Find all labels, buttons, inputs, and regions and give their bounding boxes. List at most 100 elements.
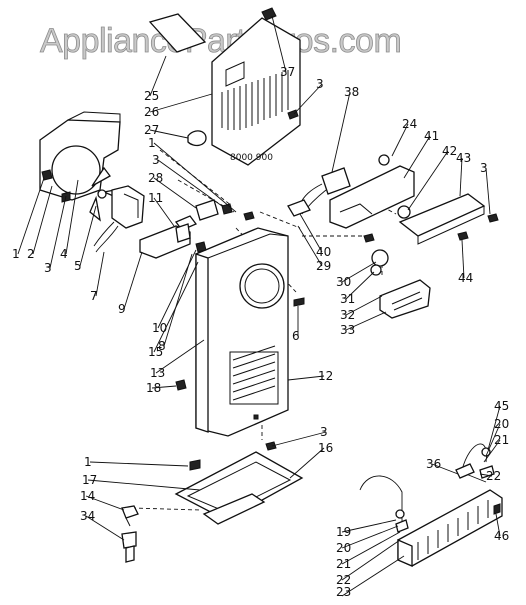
part-number-label: 6 xyxy=(292,329,300,343)
leader-line xyxy=(407,150,449,211)
leader-line xyxy=(87,479,201,491)
fan-motor xyxy=(93,185,145,253)
leader-line xyxy=(271,15,287,73)
part-number-label: 3 xyxy=(44,261,52,275)
part-number-label: 1 xyxy=(148,136,156,150)
part-number-label: 13 xyxy=(150,366,165,380)
leader-line xyxy=(149,93,213,113)
part-number-label: 24 xyxy=(402,117,417,131)
part-number-label: 31 xyxy=(340,292,355,306)
leader-line xyxy=(17,177,45,255)
drain-tube-34 xyxy=(121,531,137,563)
part-number-label: 23 xyxy=(336,585,351,599)
leader-line xyxy=(341,555,405,597)
leader-line xyxy=(341,531,401,565)
part-number-label: 15 xyxy=(148,345,163,359)
part-number-label: 22 xyxy=(336,573,351,587)
leader-line xyxy=(79,205,97,267)
part-number-label: 12 xyxy=(318,369,333,383)
condensate-tray-23 xyxy=(397,489,503,567)
main-cabinet-panel xyxy=(195,227,289,437)
part-number-label: 10 xyxy=(152,321,167,335)
part-number-label: 18 xyxy=(146,381,161,395)
part-number-label: 1 xyxy=(84,455,92,469)
knob-30-31 xyxy=(370,249,389,276)
leader-line xyxy=(32,185,53,255)
leader-line xyxy=(153,197,175,227)
front-grille-panel: 8000 900 xyxy=(148,13,301,166)
screw-group-top xyxy=(187,7,299,147)
leader-line xyxy=(341,261,377,283)
part-number-label: 3 xyxy=(152,153,160,167)
screws-right xyxy=(363,213,499,243)
leader-line xyxy=(487,405,501,451)
clip-18 xyxy=(175,379,187,391)
leader-line xyxy=(65,179,79,255)
part-number-label: 37 xyxy=(280,65,295,79)
leader-line xyxy=(151,385,177,389)
part-number-label: 25 xyxy=(144,89,159,103)
leader-line xyxy=(49,195,67,269)
leader-line xyxy=(391,123,409,157)
leader-line xyxy=(403,135,431,179)
part-number-label: 41 xyxy=(424,129,439,143)
leader-line xyxy=(431,463,459,475)
leader-line xyxy=(163,253,193,347)
fan-shroud-assembly xyxy=(39,111,121,203)
foot-14 xyxy=(121,505,139,527)
part-number-label: 8 xyxy=(158,339,166,353)
part-number-label: 17 xyxy=(82,473,97,487)
leader-line xyxy=(85,495,125,511)
part-number-label: 44 xyxy=(458,271,473,285)
part-number-label: 21 xyxy=(336,557,351,571)
leader-line xyxy=(341,539,401,581)
leader-line xyxy=(289,447,325,479)
leader-line xyxy=(153,261,199,353)
leader-line xyxy=(153,177,197,209)
leader-line xyxy=(299,213,323,253)
leader-line xyxy=(85,515,125,541)
leader-line xyxy=(483,439,501,463)
part-number-label: 42 xyxy=(442,144,457,158)
part-number-label: 5 xyxy=(74,259,82,273)
part-number-label: 16 xyxy=(318,441,333,455)
leader-line xyxy=(287,375,325,381)
leader-line xyxy=(155,339,205,374)
leader-line xyxy=(341,519,397,533)
leader-line xyxy=(149,129,189,139)
thermostat-40 xyxy=(287,199,311,217)
leader-line xyxy=(345,311,387,331)
part-number-label: 19 xyxy=(336,525,351,539)
part-number-label: 3 xyxy=(316,77,324,91)
leader-line xyxy=(271,431,327,447)
part-number-label: 3 xyxy=(480,161,488,175)
bracket-28-11 xyxy=(175,199,233,253)
part-number-label: 28 xyxy=(148,171,163,185)
leader-line xyxy=(345,271,375,300)
part-number-label: 21 xyxy=(494,433,509,447)
tube-set xyxy=(359,443,501,533)
part-number-label: 11 xyxy=(148,191,163,205)
leader-line xyxy=(495,513,501,537)
cover-plate-43 xyxy=(398,193,486,245)
part-number-label: 7 xyxy=(90,289,98,303)
part-number-label: 32 xyxy=(340,308,355,322)
leader-line xyxy=(157,159,223,207)
part-number-label: 38 xyxy=(344,85,359,99)
base-handle-assembly xyxy=(174,451,304,525)
leader-line xyxy=(297,225,323,267)
screw-3-mid xyxy=(243,211,277,451)
leader-line xyxy=(479,473,493,477)
part-number-label: 2 xyxy=(27,247,35,261)
part-number-label: 29 xyxy=(316,259,331,273)
leader-lines xyxy=(17,15,501,597)
leader-line xyxy=(157,249,197,329)
leader-line xyxy=(293,83,323,115)
screw-6 xyxy=(293,297,305,307)
part-number-label: 20 xyxy=(336,541,351,555)
leader-line xyxy=(149,55,167,97)
part-number-label: 4 xyxy=(60,247,68,261)
